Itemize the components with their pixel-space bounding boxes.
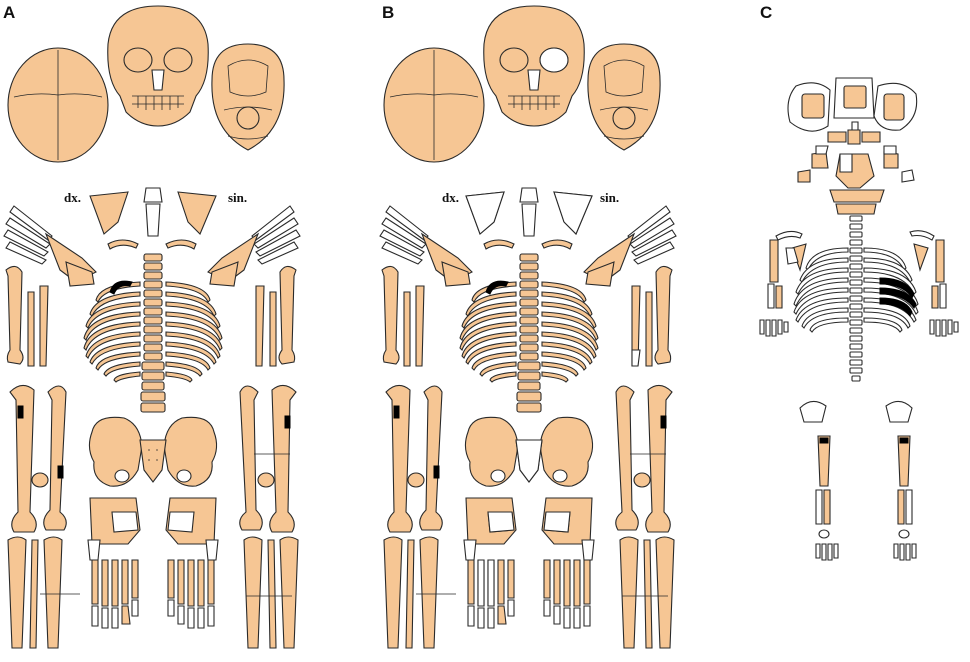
side-label-sin-b: sin. [600, 190, 619, 205]
side-label-dx-b: dx. [442, 190, 459, 205]
panel-c: C [759, 3, 959, 561]
side-label-dx-a: dx. [64, 190, 81, 205]
panel-label-b: B [382, 3, 394, 22]
panel-label-a: A [3, 3, 15, 22]
panel-label-c: C [760, 3, 772, 22]
panel-a: A dx. sin. [3, 3, 301, 649]
panel-b: B dx. sin. [379, 3, 677, 649]
side-label-sin-a: sin. [228, 190, 247, 205]
skeleton-b [379, 5, 677, 649]
skeleton-a [3, 5, 301, 649]
panel-b-absent-overlay [465, 47, 641, 607]
skeleton-c-infant [759, 77, 959, 561]
